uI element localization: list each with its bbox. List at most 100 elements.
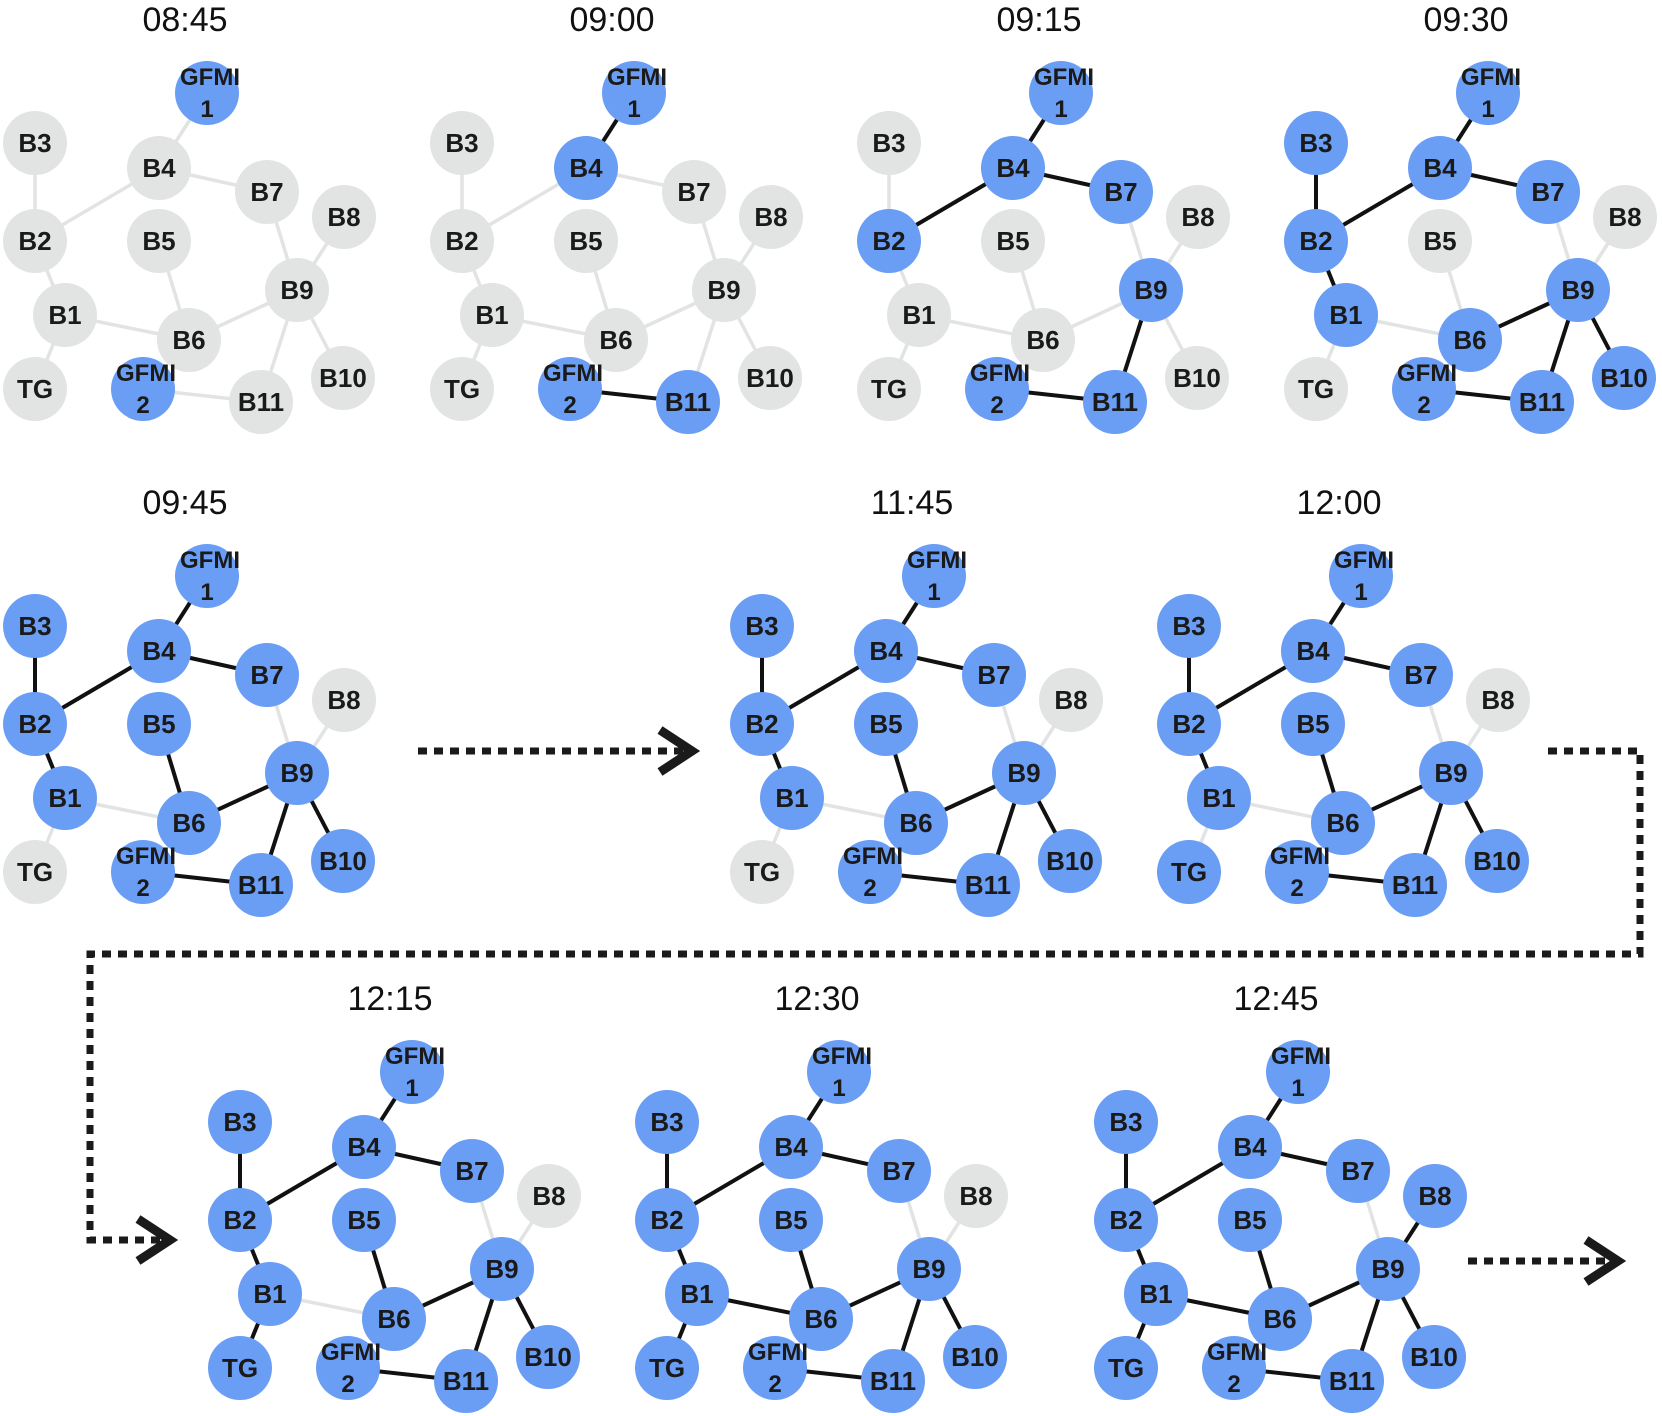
node-b9: B9 bbox=[992, 741, 1056, 805]
node-label: B4 bbox=[1423, 153, 1457, 183]
node-circle bbox=[229, 370, 293, 434]
node-b4: B4 bbox=[127, 136, 191, 200]
node-circle bbox=[312, 185, 376, 249]
node-b11: B11 bbox=[1383, 853, 1447, 917]
node-circle bbox=[127, 136, 191, 200]
node-circle bbox=[854, 619, 918, 683]
node-circle bbox=[208, 1090, 272, 1154]
node-b6: B6 bbox=[1011, 308, 1075, 372]
node-label: B5 bbox=[1423, 226, 1456, 256]
node-label-line1: GFMI bbox=[907, 547, 967, 574]
node-label: B2 bbox=[1299, 226, 1332, 256]
node-label: B6 bbox=[1263, 1304, 1296, 1334]
node-circle bbox=[1124, 1262, 1188, 1326]
node-circle bbox=[635, 1188, 699, 1252]
node-circle bbox=[265, 258, 329, 322]
node-circle bbox=[635, 1336, 699, 1400]
node-label-line2: 1 bbox=[200, 96, 213, 123]
node-circle bbox=[1510, 370, 1574, 434]
node-circle bbox=[1419, 741, 1483, 805]
node-circle bbox=[1029, 61, 1093, 125]
node-b3: B3 bbox=[3, 594, 67, 658]
node-b5: B5 bbox=[1281, 692, 1345, 756]
node-label: B11 bbox=[1519, 387, 1565, 417]
node-b1: B1 bbox=[760, 766, 824, 830]
node-b11: B11 bbox=[656, 370, 720, 434]
node-b8: B8 bbox=[1039, 668, 1103, 732]
node-circle bbox=[362, 1287, 426, 1351]
node-circle bbox=[1218, 1115, 1282, 1179]
node-circle bbox=[440, 1139, 504, 1203]
node-b10: B10 bbox=[943, 1325, 1007, 1389]
node-b8: B8 bbox=[739, 185, 803, 249]
node-b8: B8 bbox=[944, 1164, 1008, 1228]
node-b8: B8 bbox=[1403, 1164, 1467, 1228]
node-label: TG bbox=[222, 1353, 258, 1383]
node-b3: B3 bbox=[3, 111, 67, 175]
node-b6: B6 bbox=[362, 1287, 426, 1351]
node-label: B9 bbox=[1561, 275, 1594, 305]
node-label: B4 bbox=[347, 1132, 381, 1162]
node-label: B6 bbox=[1326, 808, 1359, 838]
node-label-line1: GFMI bbox=[1461, 64, 1521, 91]
node-b5: B5 bbox=[554, 209, 618, 273]
node-b1: B1 bbox=[665, 1262, 729, 1326]
node-label: B2 bbox=[872, 226, 905, 256]
node-label: B9 bbox=[707, 275, 740, 305]
node-label-line1: GFMI bbox=[812, 1043, 872, 1070]
node-label: B8 bbox=[1481, 685, 1514, 715]
node-b10: B10 bbox=[1402, 1325, 1466, 1389]
node-circle bbox=[1281, 692, 1345, 756]
node-circle bbox=[1083, 370, 1147, 434]
node-circle bbox=[3, 209, 67, 273]
node-circle bbox=[1408, 136, 1472, 200]
node-label: B10 bbox=[1473, 846, 1521, 876]
node-circle bbox=[897, 1237, 961, 1301]
node-b3: B3 bbox=[430, 111, 494, 175]
node-circle bbox=[1466, 668, 1530, 732]
node-circle bbox=[1356, 1237, 1420, 1301]
node-b1: B1 bbox=[238, 1262, 302, 1326]
node-tg: TG bbox=[1094, 1336, 1158, 1400]
node-label: TG bbox=[444, 374, 480, 404]
node-label: TG bbox=[744, 857, 780, 887]
node-label: B9 bbox=[1371, 1254, 1404, 1284]
node-b8: B8 bbox=[312, 185, 376, 249]
node-label: B3 bbox=[18, 611, 51, 641]
node-label: B6 bbox=[377, 1304, 410, 1334]
node-b2: B2 bbox=[430, 209, 494, 273]
node-b9: B9 bbox=[1546, 258, 1610, 322]
node-circle bbox=[265, 741, 329, 805]
node-label: B8 bbox=[1181, 202, 1214, 232]
node-label: B4 bbox=[996, 153, 1030, 183]
snapshot-time-label: 09:45 bbox=[142, 484, 227, 522]
node-label: B10 bbox=[1600, 363, 1648, 393]
node-circle bbox=[470, 1237, 534, 1301]
node-circle bbox=[1592, 346, 1656, 410]
node-circle bbox=[861, 1349, 925, 1413]
node-circle bbox=[1119, 258, 1183, 322]
node-label: B1 bbox=[680, 1279, 713, 1309]
node-b6: B6 bbox=[157, 308, 221, 372]
node-tg: TG bbox=[3, 840, 67, 904]
node-circle bbox=[981, 136, 1045, 200]
arrowhead-row3-end bbox=[1583, 1236, 1627, 1286]
node-label-line1: GFMI bbox=[1034, 64, 1094, 91]
node-tg: TG bbox=[857, 357, 921, 421]
node-b10: B10 bbox=[738, 346, 802, 410]
node-circle bbox=[1593, 185, 1657, 249]
node-label: B8 bbox=[1054, 685, 1087, 715]
node-label-line1: GFMI bbox=[1271, 1043, 1331, 1070]
node-label: B2 bbox=[1172, 709, 1205, 739]
snapshot-time-label: 08:45 bbox=[142, 1, 227, 39]
node-label: B3 bbox=[1172, 611, 1205, 641]
node-circle bbox=[1281, 619, 1345, 683]
node-circle bbox=[3, 692, 67, 756]
node-circle bbox=[554, 209, 618, 273]
timeline-connectors bbox=[86, 726, 1644, 1286]
node-circle bbox=[1157, 840, 1221, 904]
